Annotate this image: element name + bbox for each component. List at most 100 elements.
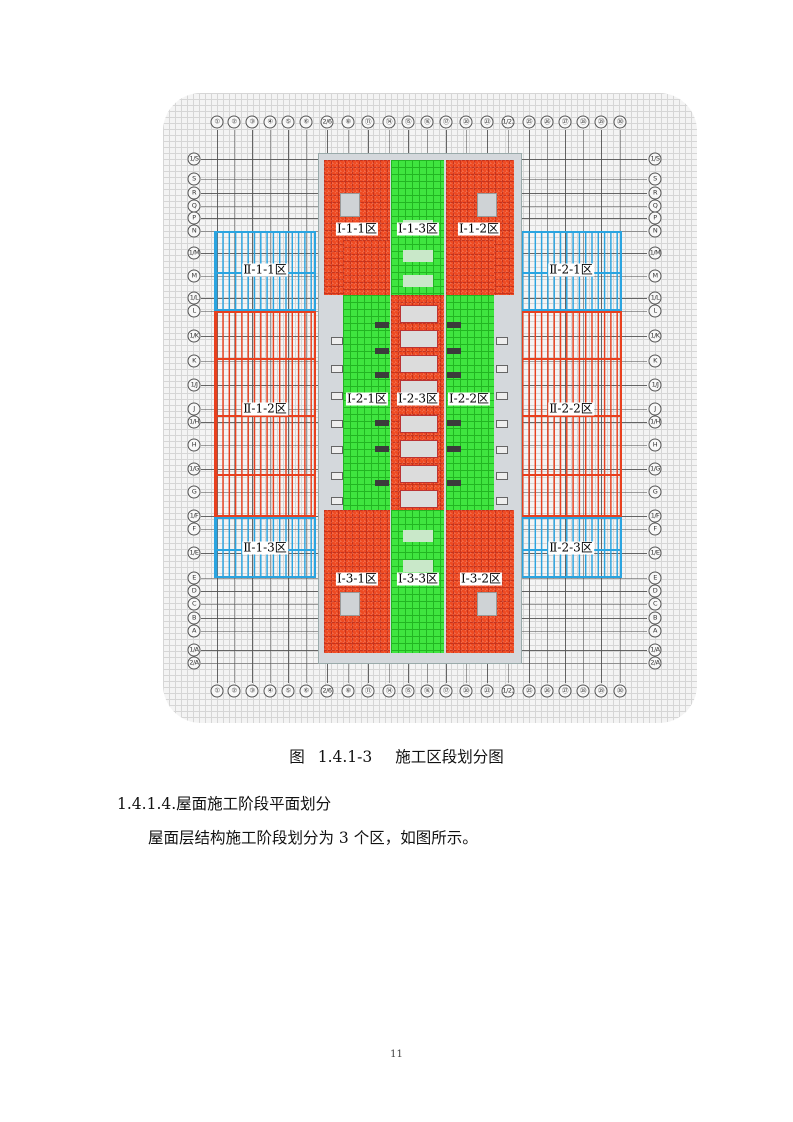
page-number: 11 [390,1049,403,1060]
row-axis-label-left: R [187,186,201,200]
column-axis-label-top: ㉚ [613,115,627,129]
opening [400,440,438,458]
column-axis-label-top: ④ [263,115,277,129]
core-box-sw [340,592,360,616]
column-axis-label-top: ⑮ [401,115,415,129]
column-axis-label-bottom: ⑯ [420,684,434,698]
column-axis-label-bottom: 2/6 [320,684,334,698]
row-axis-label-right: 1/S [648,152,662,166]
row-axis-label-left: S [187,172,201,186]
zone-I-1-1-lower [343,240,390,295]
zone-label: Ⅰ-1-1区 [335,221,379,236]
row-axis-label-left: 1/S [187,152,201,166]
opening [403,275,433,287]
zone-band-line [522,358,620,361]
dark-slot-right [447,348,461,354]
row-axis-label-right: 1/E [648,546,662,560]
balcony-left [331,337,343,345]
row-axis-label-right: G [648,485,662,499]
dark-slot-left [375,480,389,486]
balcony-right [496,337,508,345]
zone-band-line [522,415,620,417]
column-axis-label-bottom: ④ [263,684,277,698]
section-heading: 1.4.1.4.屋面施工阶段平面划分 [117,792,331,814]
row-axis-label-right: P [648,211,662,225]
column-axis-label-bottom: ⑭ [382,684,396,698]
body-paragraph: 屋面层结构施工阶段划分为 3 个区，如图所示。 [148,829,478,847]
caption-prefix: 图 [289,748,305,766]
dark-slot-right [447,420,461,426]
balcony-left [331,420,343,428]
dark-slot-right [447,322,461,328]
balcony-left [331,497,343,505]
column-axis-label-bottom: ㉓ [480,684,494,698]
column-axis-label-top: ㉘ [576,115,590,129]
zone-label: Ⅰ-1-2区 [457,221,501,236]
balcony-right [496,446,508,454]
row-axis-label-right: S [648,172,662,186]
core-box-nw [340,193,360,217]
column-axis-label-bottom: ㉗ [558,684,572,698]
column-axis-label-bottom: ① [210,684,224,698]
row-axis-label-right: 1/F [648,509,662,523]
column-axis-label-bottom: ⑥ [299,684,313,698]
balcony-right [496,472,508,480]
zone-label: Ⅰ-2-3区 [396,391,440,406]
row-axis-label-right: 1/A [648,643,662,657]
opening [400,415,438,433]
zone-label: Ⅰ-3-3区 [396,571,440,586]
row-axis-label-left: 1/F [187,509,201,523]
opening [400,465,438,483]
zone-label: Ⅰ-2-1区 [345,391,389,406]
row-axis-label-left: 2/A [187,656,201,670]
column-axis-label-top: ⑯ [420,115,434,129]
row-axis-label-left: P [187,211,201,225]
zone-band-line [522,473,620,476]
zone-label: Ⅰ-3-1区 [335,571,379,586]
column-axis-label-bottom: ③ [245,684,259,698]
column-axis-label-top: ③ [245,115,259,129]
zone-label: Ⅱ-1-2区 [242,401,288,416]
dark-slot-left [375,420,389,426]
zone-band-line [216,473,314,476]
row-axis-label-right: B [648,611,662,625]
zone-band-line [216,415,314,417]
row-axis-label-right: A [648,624,662,638]
dark-slot-left [375,446,389,452]
zone-band-line [216,358,314,361]
column-axis-label-top: ⑳ [459,115,473,129]
zone-label: Ⅱ-1-1区 [242,262,288,277]
column-axis-label-bottom: 1/23 [501,684,515,698]
column-axis-label-top: ⑰ [439,115,453,129]
caption-number: 1.4.1-3 [317,748,373,766]
row-axis-label-left: 1/K [187,329,201,343]
opening [403,250,433,262]
zone-label: Ⅰ-1-3区 [396,221,440,236]
balcony-right [496,420,508,428]
zone-label: Ⅰ-3-2区 [459,571,503,586]
zone-I-3-2 [446,510,514,653]
row-axis-label-right: F [648,522,662,536]
row-axis-label-left: E [187,571,201,585]
column-axis-label-top: ⑤ [281,115,295,129]
row-axis-label-left: D [187,584,201,598]
row-axis-label-left: 1/G [187,462,201,476]
zone-label: Ⅱ-2-2区 [548,401,594,416]
column-axis-label-bottom: ⑤ [281,684,295,698]
row-axis-label-right: 1/G [648,462,662,476]
balcony-left [331,392,343,400]
column-axis-label-bottom: ⑧ [341,684,355,698]
row-axis-label-right: N [648,224,662,238]
column-axis-label-top: ㉓ [480,115,494,129]
column-axis-label-bottom: ㉙ [594,684,608,698]
row-axis-label-left: 1/E [187,546,201,560]
dark-slot-right [447,446,461,452]
zone-label: Ⅱ-1-3区 [242,540,288,555]
column-axis-label-bottom: ㉖ [540,684,554,698]
column-axis-label-bottom: ㉘ [576,684,590,698]
opening [400,355,438,373]
column-axis-label-top: ㉗ [558,115,572,129]
opening [400,305,438,323]
row-axis-label-left: F [187,522,201,536]
row-axis-label-left: N [187,224,201,238]
